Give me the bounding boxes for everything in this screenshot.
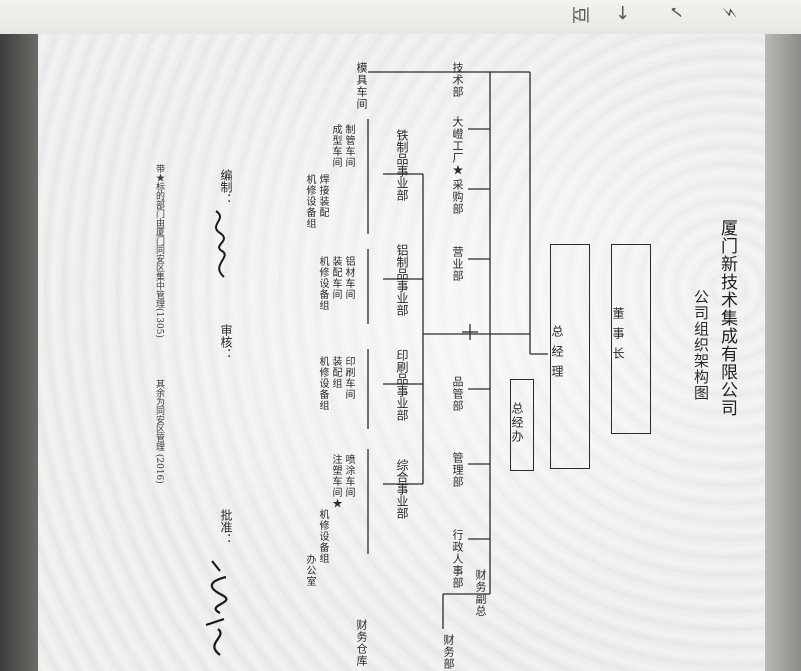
dept-management: 管理部 (451, 452, 464, 488)
arrow-icon[interactable]: → (612, 4, 634, 21)
chairman-box: 董事长 (611, 244, 651, 434)
workshop-item: 铝材车间 (343, 256, 354, 300)
dept-sales: 营业部 (451, 246, 464, 282)
workshop-item: 制管车间 (343, 124, 354, 168)
footer-note: 其余为同安区管理 (2016) (154, 379, 164, 484)
scanner-edge-right (765, 34, 801, 671)
workshop-item: 机修设备组 (304, 174, 315, 229)
dept-purchasing: 采购部 (451, 179, 464, 215)
reviewed-by-label: 审核： (219, 324, 233, 360)
company-title: 厦门新技术集成有限公司 (717, 219, 737, 417)
workshop-item: 装配车间 (330, 256, 341, 300)
check-icon[interactable]: ✓ (665, 4, 687, 21)
business-unit-composite: 综合事业部 (395, 459, 409, 519)
dept-plant: 大嶝工厂★ (451, 116, 464, 176)
business-unit-printing: 印刷品事业部 (395, 349, 409, 421)
general-manager-box: 总经理 (550, 244, 590, 469)
finance-head: 财务副总 (474, 569, 487, 617)
dept-quality: 品管部 (451, 376, 464, 412)
workshop-item: 机修设备组 (317, 356, 328, 411)
tool-workshop: 模具车间 (355, 62, 368, 110)
dept-admin: 行政人事部 (451, 529, 464, 589)
dept-finance: 财务部 (442, 634, 455, 670)
approved-by-label: 批准： (219, 509, 233, 545)
scanner-shadow-left (0, 34, 38, 671)
workshop-item: 成型车间 (330, 124, 341, 168)
dept-warehouse: 财务仓库 (355, 619, 368, 667)
chairman-label: 董事长 (611, 307, 625, 367)
workshop-item: 装配组 (330, 356, 341, 389)
workshop-item: 喷涂车间 (343, 454, 354, 498)
business-unit-iron: 铁制品事业部 (395, 129, 409, 201)
toolbar-glyph[interactable]: 豆 (569, 6, 590, 24)
org-chart-page: 厦门新技术集成有限公司 公司组织架构图 董事长 总经理 总经办 技术部 大嶝工厂… (38, 34, 765, 671)
workshop-item: 办公室 (304, 554, 315, 587)
gm-office-box: 总经办 (510, 379, 534, 471)
gm-office-label: 总经办 (510, 402, 524, 444)
general-manager-label: 总经理 (550, 325, 564, 385)
dept-tech: 技术部 (451, 62, 464, 98)
workshop-item: 印刷车间 (343, 356, 354, 400)
footer-note: 带★标的部门由厦门同安区集中管理(1305) (154, 164, 164, 338)
bolt-icon[interactable]: ⚡ (717, 6, 739, 19)
handwritten-signature (196, 559, 230, 659)
chart-subtitle: 公司组织架构图 (692, 289, 710, 401)
workshop-item: 机修设备组 (317, 256, 328, 311)
workshop-item: 焊接装配 (317, 174, 328, 218)
workshop-item: 注塑车间★ (330, 454, 341, 509)
window-toolbar: 豆 → ✓ ⚡ (0, 0, 801, 35)
prepared-by-label: 编制： (219, 169, 233, 205)
handwritten-signature (202, 209, 230, 279)
workshop-item: 机修设备组 (317, 509, 328, 564)
org-chart-lines (367, 71, 548, 629)
business-unit-aluminum: 铝制品事业部 (395, 244, 409, 316)
